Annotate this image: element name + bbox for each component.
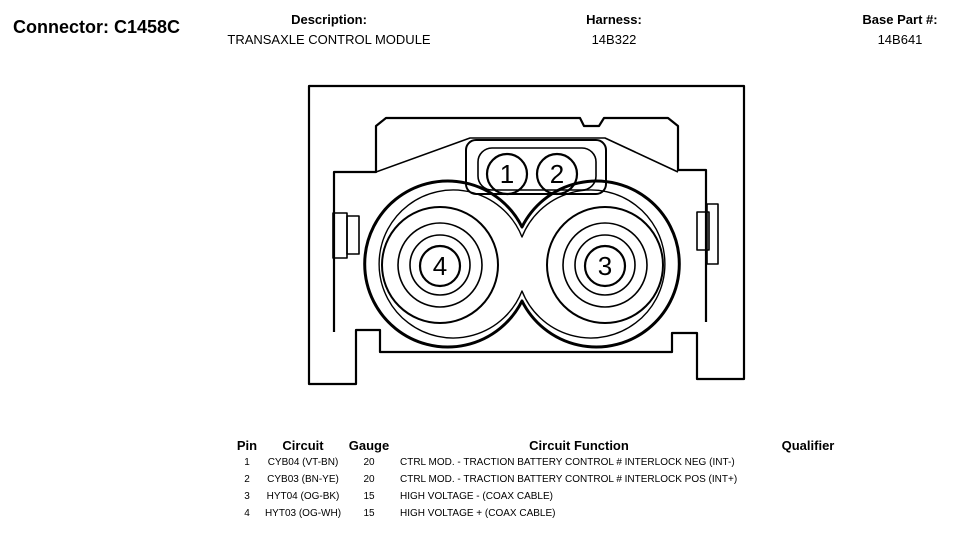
description-column: Description: TRANSAXLE CONTROL MODULE (219, 11, 439, 48)
row-function: HIGH VOLTAGE - (COAX CABLE) (400, 491, 553, 502)
table-row: 1 CYB04 (VT-BN) 20 CTRL MOD. - TRACTION … (232, 454, 852, 471)
right-lock-tab (706, 203, 719, 265)
base-part-column: Base Part #: 14B641 (850, 11, 950, 48)
pin-4-ring-mid (397, 222, 483, 308)
description-label: Description: (291, 12, 367, 27)
pin-1-label: 1 (500, 159, 514, 189)
row-qualifier (764, 488, 852, 505)
pin-2-circle (535, 152, 579, 196)
pin-3-ring-mid (562, 222, 648, 308)
row-function: HIGH VOLTAGE + (COAX CABLE) (400, 508, 556, 519)
pin-4-ring-inner (409, 234, 471, 296)
row-qualifier (764, 505, 852, 522)
header-circuit-function: Circuit Function (529, 438, 629, 453)
table-row: 2 CYB03 (BN-YE) 20 CTRL MOD. - TRACTION … (232, 471, 852, 488)
row-pin: 2 (244, 474, 250, 485)
connector-inner-body (332, 116, 708, 332)
pin-3-ring-outer (546, 206, 664, 324)
header-gauge: Gauge (348, 438, 390, 453)
hv-cavity-inner (378, 189, 666, 339)
row-function: CTRL MOD. - TRACTION BATTERY CONTROL # I… (400, 474, 738, 485)
row-gauge: 15 (363, 491, 375, 502)
row-circuit: CYB03 (BN-YE) (267, 474, 339, 485)
signal-pin-shroud-outer (465, 139, 607, 195)
header-pin: Pin (236, 438, 258, 453)
harness-value: 14B322 (591, 32, 637, 47)
row-circuit: CYB04 (VT-BN) (267, 457, 339, 468)
row-gauge: 15 (363, 508, 375, 519)
base-part-label: Base Part #: (862, 12, 938, 27)
table-header-row: Pin Circuit Gauge Circuit Function Quali… (232, 437, 852, 454)
pin-3-ring-inner (574, 234, 636, 296)
row-gauge: 20 (363, 457, 375, 468)
pin-1-circle (485, 152, 529, 196)
row-pin: 1 (244, 457, 250, 468)
table-row: 3 HYT04 (OG-BK) 15 HIGH VOLTAGE - (COAX … (232, 488, 852, 505)
row-circuit: HYT03 (OG-WH) (264, 508, 342, 519)
signal-pin-shroud-inner (477, 147, 597, 191)
table-row: 4 HYT03 (OG-WH) 15 HIGH VOLTAGE + (COAX … (232, 505, 852, 522)
row-qualifier (764, 471, 852, 488)
row-function: CTRL MOD. - TRACTION BATTERY CONTROL # I… (400, 457, 735, 468)
row-qualifier (764, 454, 852, 471)
pin-2-label: 2 (550, 159, 564, 189)
description-value: TRANSAXLE CONTROL MODULE (227, 32, 431, 47)
connector-housing-outline (307, 84, 746, 386)
connector-title: Connector: C1458C (13, 17, 181, 37)
right-lock-tab-inner (696, 211, 710, 251)
row-pin: 4 (244, 508, 250, 519)
pin-4-circle (418, 244, 462, 288)
pin-3-label: 3 (598, 251, 612, 281)
hv-cavity-outline (363, 179, 681, 349)
row-circuit: HYT04 (OG-BK) (266, 491, 340, 502)
pin-4-ring-outer (381, 206, 499, 324)
pin-3-circle (583, 244, 627, 288)
harness-column: Harness: 14B322 (564, 11, 664, 48)
pin-4-label: 4 (433, 251, 447, 281)
pin-table: Pin Circuit Gauge Circuit Function Quali… (232, 437, 852, 522)
header-qualifier: Qualifier (781, 438, 835, 453)
connector-bevel (375, 137, 679, 173)
header-circuit: Circuit (282, 438, 324, 453)
harness-label: Harness: (586, 12, 642, 27)
base-part-value: 14B641 (877, 32, 923, 47)
left-lock-tab-inner (346, 215, 360, 255)
row-gauge: 20 (363, 474, 375, 485)
row-pin: 3 (244, 491, 250, 502)
